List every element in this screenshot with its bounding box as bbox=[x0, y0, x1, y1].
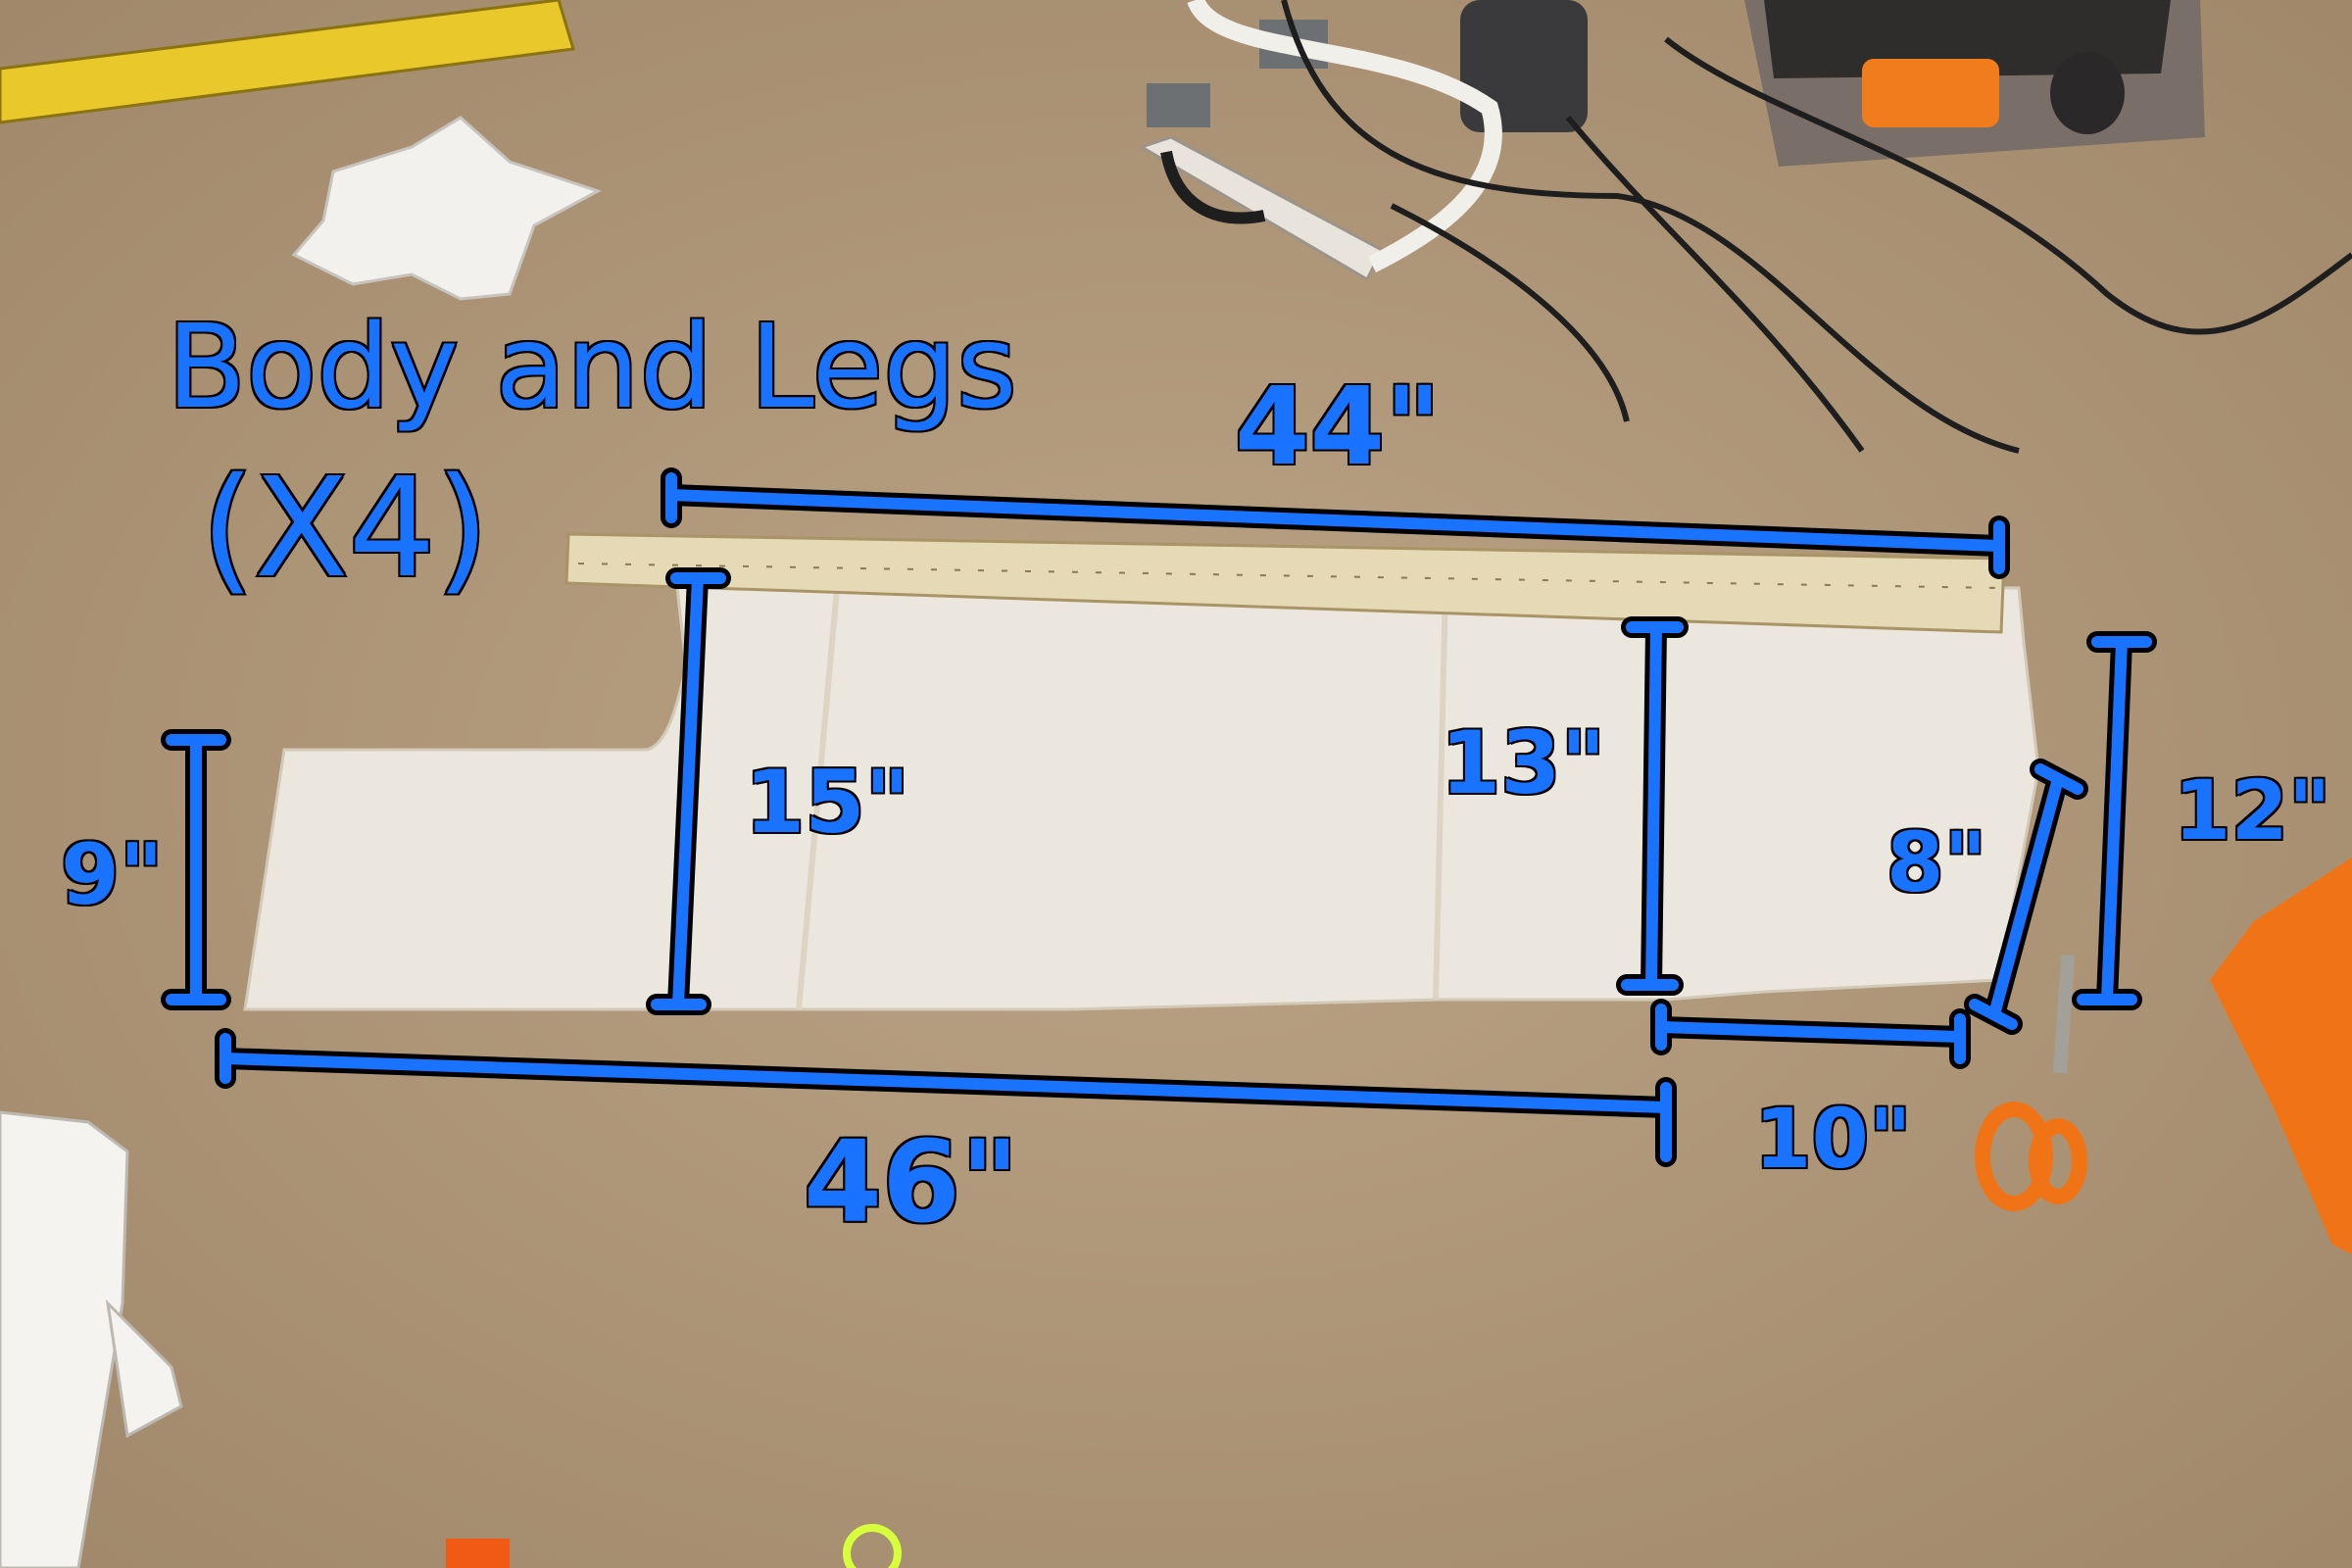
yellow-level bbox=[0, 0, 575, 124]
tissue-paper bbox=[291, 116, 602, 301]
measurement-left-end: 9" bbox=[60, 826, 166, 924]
piece-count: (X4) bbox=[199, 449, 491, 609]
measurement-leg-bottom: 10" bbox=[1753, 1091, 1914, 1187]
measurement-leg-height: 13" bbox=[1439, 712, 1606, 813]
measurement-top-length: 44" bbox=[1233, 364, 1442, 489]
measurement-body-height: 15" bbox=[743, 752, 910, 853]
measurement-bottom-length: 46" bbox=[803, 1117, 1021, 1249]
laptop bbox=[1744, 0, 2205, 167]
stray-items bbox=[446, 1524, 902, 1568]
pattern-title: Body and Legs bbox=[165, 299, 1019, 434]
router-and-cables bbox=[1138, 0, 2352, 454]
measurement-leg-end-height: 12" bbox=[2173, 762, 2333, 858]
scissors bbox=[1975, 955, 2087, 1211]
measurement-brackets bbox=[166, 472, 2152, 1162]
wooden-ruler bbox=[564, 532, 2006, 634]
orange-fabric bbox=[2210, 858, 2352, 1254]
measurement-leg-end-slant: 8" bbox=[1885, 814, 1987, 910]
paper-scraps bbox=[0, 1110, 183, 1568]
